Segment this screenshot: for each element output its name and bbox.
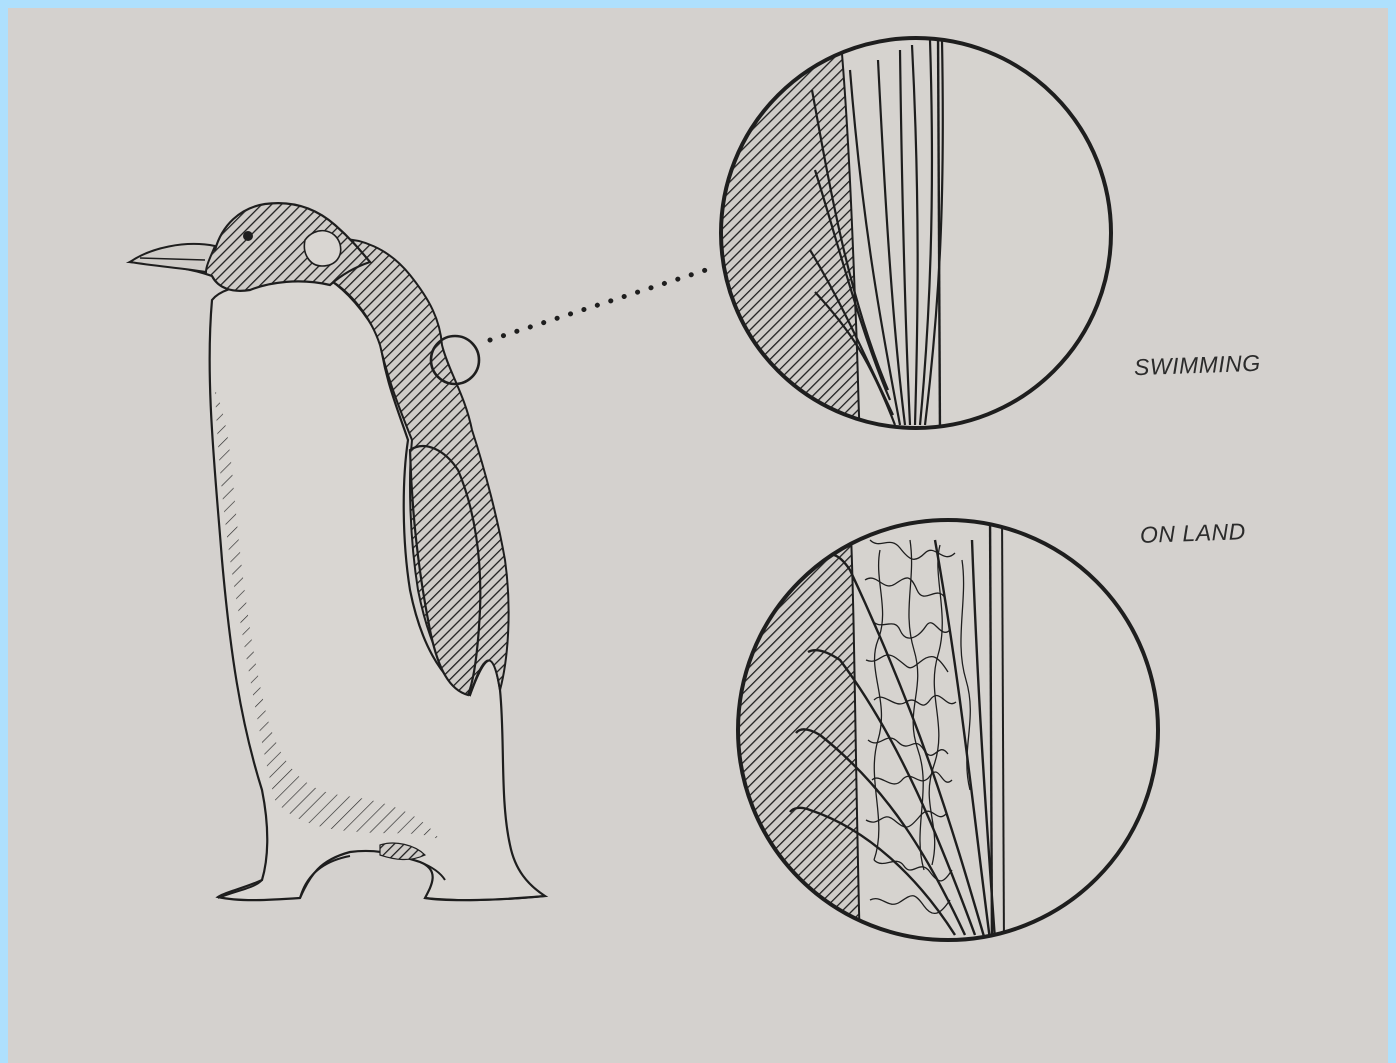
label-swimming: SWIMMING: [1134, 350, 1262, 381]
label-on-land: ON LAND: [1140, 518, 1247, 549]
penguin-illustration: [130, 203, 545, 900]
feather-detail-on-land: [720, 510, 1180, 950]
feather-detail-swimming: [700, 30, 1130, 440]
dotted-connector: [490, 268, 712, 340]
penguin-eye: [243, 231, 253, 241]
penguin-ear-patch: [304, 231, 340, 266]
